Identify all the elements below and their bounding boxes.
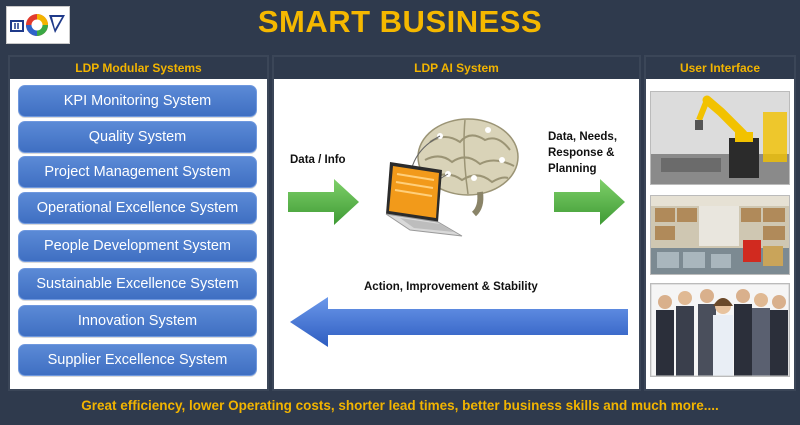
robot-arm-photo [650,91,790,185]
system-innovation[interactable]: Innovation System [18,305,257,337]
system-quality[interactable]: Quality System [18,121,257,153]
output-arrow-icon [554,179,625,225]
system-people-development[interactable]: People Development System [18,230,257,262]
system-supplier-excellence[interactable]: Supplier Excellence System [18,344,257,376]
page-title: SMART BUSINESS [257,4,543,39]
business-team-photo [650,283,790,377]
system-kpi-monitoring[interactable]: KPI Monitoring System [18,85,257,117]
logo-icon [10,14,65,36]
footer-tagline: Great efficiency, lower Operating costs,… [81,398,719,413]
ai-system-panel: LDP AI System Data / Info Data, Nee [272,55,641,391]
modular-systems-panel: LDP Modular Systems KPI Monitoring Syste… [8,55,269,391]
output-label-line: Data, Needs, [548,131,618,143]
system-operational-excellence[interactable]: Operational Excellence System [18,192,257,224]
modular-systems-heading: LDP Modular Systems [10,57,267,79]
warehouse-photo [650,195,790,275]
feedback-arrow-icon [290,297,628,347]
user-interface-panel: User Interface [644,55,796,391]
output-label: Data, Needs, Response & Planning [548,129,617,177]
company-logo [6,6,70,44]
output-label-line: Response & [548,147,615,159]
input-arrow-icon [288,179,359,225]
laptop-icon [385,162,463,237]
input-label: Data / Info [290,154,346,166]
system-sustainable-excellence[interactable]: Sustainable Excellence System [18,268,257,300]
ai-system-heading: LDP AI System [274,57,639,79]
output-label-line: Planning [548,163,597,175]
feedback-label: Action, Improvement & Stability [364,281,538,293]
brain-laptop-illustration [385,118,519,237]
user-interface-heading: User Interface [646,57,794,79]
system-project-management[interactable]: Project Management System [18,156,257,188]
brain-icon [417,118,519,217]
